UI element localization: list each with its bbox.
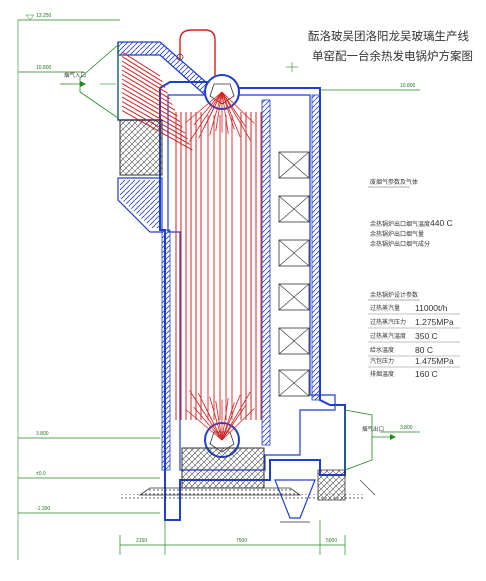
drum-fan-tube	[193, 91, 223, 126]
title-line-1: 酝洛玻吴团洛阳龙吴玻璃生产线	[308, 29, 469, 43]
section2-row5-label: 汽包压力	[370, 357, 394, 365]
inlet-tube	[121, 78, 176, 111]
dimension-right: 5000	[326, 538, 337, 544]
superheater-cross	[278, 283, 310, 311]
drum-fan-tube	[198, 91, 223, 139]
superheater-box	[278, 239, 310, 267]
drum-fan-tube	[189, 390, 223, 441]
section2-row2-label: 过热蒸汽压力	[370, 318, 406, 326]
elevation-ground: ±0.0	[36, 471, 46, 477]
section1-row3-label: 余热锅炉出口烟气成分	[370, 240, 430, 248]
drum-fan-tube	[209, 91, 223, 136]
elevation-markers-right: 10.800 3.800	[286, 62, 420, 433]
drum-fan-tube	[189, 91, 223, 142]
inlet-tube	[121, 83, 178, 117]
section2-heading: 余热锅炉设计参数	[370, 291, 418, 299]
drum-fan-tube	[221, 91, 255, 124]
section2-row5-value: 1.475MPa	[415, 356, 454, 366]
section2-row1-value: 11000t/h	[415, 303, 448, 313]
drum-fan-tube	[186, 91, 223, 123]
superheater-cross	[278, 369, 310, 397]
section2-row3-label: 过热蒸汽温度	[370, 332, 406, 340]
boiler-tube-bank	[175, 91, 262, 441]
parameter-table: 废烟气参数及气体 余热锅炉出口烟气温度 440 C 余热锅炉出口烟气量 余热锅炉…	[368, 178, 460, 379]
section2-row4-value: 80 C	[415, 345, 433, 355]
inlet-tube	[121, 92, 183, 128]
elevation-bottom: -1.300	[36, 506, 50, 512]
superheater-box	[278, 283, 310, 311]
inlet-tube	[121, 87, 181, 123]
flue-inlet-funnel: 烟气入口	[60, 44, 119, 119]
inlet-tube	[121, 56, 163, 83]
inlet-tube	[121, 96, 186, 134]
inlet-tube	[121, 51, 161, 77]
bottom-foundation	[120, 447, 365, 523]
section1-row1-value: 440 C	[430, 218, 453, 228]
elevation-outlet: 3.800	[400, 425, 413, 431]
drum-fan-tube	[215, 91, 223, 132]
section1-row2-label: 余热锅炉出口烟气量	[370, 230, 424, 238]
elevation-top: 13.250	[36, 13, 52, 19]
inlet-tube	[121, 74, 173, 105]
drum-fan-tube	[221, 391, 251, 441]
elevation-mid-left: 3.800	[36, 431, 49, 437]
section1-row1-label: 余热锅炉出口烟气温度	[370, 220, 430, 228]
drum-fan-tube	[215, 400, 223, 441]
drum-fan-tube	[198, 393, 223, 441]
drum-fan-tube	[221, 91, 241, 138]
section2-row1-label: 过热蒸汽量	[370, 304, 400, 312]
drum-fan-tube	[221, 91, 229, 135]
flue-outlet-label: 烟气出口	[362, 425, 384, 433]
drum-fan-tube	[221, 408, 255, 441]
superheater-cross	[278, 239, 310, 267]
drum-fan-tube	[221, 91, 251, 141]
section2-row6-value: 160 C	[415, 369, 438, 379]
drum-fan-tube	[221, 394, 241, 441]
drum-fan-tube	[221, 91, 246, 127]
superheater-cross	[278, 151, 310, 179]
superheater-box	[278, 327, 310, 355]
superheater-box	[278, 369, 310, 397]
flue-outlet-funnel: 烟气出口	[344, 409, 396, 496]
dimension-middle: 7500	[236, 538, 247, 544]
dimension-left: 2150	[136, 538, 147, 544]
superheater-cross	[278, 327, 310, 355]
section1-heading: 废烟气参数及气体	[370, 178, 418, 186]
superheater-box	[278, 195, 310, 223]
title-line-2: 单窑配一台余热发电锅炉方案图	[312, 49, 473, 63]
dimension-line: 2150 7500 5000	[119, 520, 346, 555]
section2-row3-value: 350 C	[415, 331, 438, 341]
inlet-tube	[121, 65, 168, 94]
left-brick-section	[117, 119, 163, 233]
drum-fan-tube	[193, 406, 223, 441]
superheater-panels	[278, 151, 310, 397]
inlet-tube	[121, 60, 166, 88]
superheater-box	[278, 151, 310, 179]
drum-fan-tube	[186, 409, 223, 441]
elevation-drum: 10.800	[400, 83, 416, 89]
inlet-tube	[121, 69, 171, 100]
section2-row2-value: 1.275MPa	[415, 317, 454, 327]
flue-inlet-label: 烟气入口	[64, 71, 86, 79]
drum-fan-tube	[221, 405, 246, 441]
superheater-cross	[278, 195, 310, 223]
drum-fan-tube	[221, 397, 229, 441]
elevation-markers: 13.250 10.800 3.800 ±0.0 -1.300	[17, 13, 160, 560]
section2-row6-label: 排烟温度	[370, 370, 394, 378]
drum-fan-tube	[209, 396, 223, 441]
elevation-upper: 10.800	[36, 65, 52, 71]
section2-row4-label: 给水温度	[370, 346, 394, 354]
